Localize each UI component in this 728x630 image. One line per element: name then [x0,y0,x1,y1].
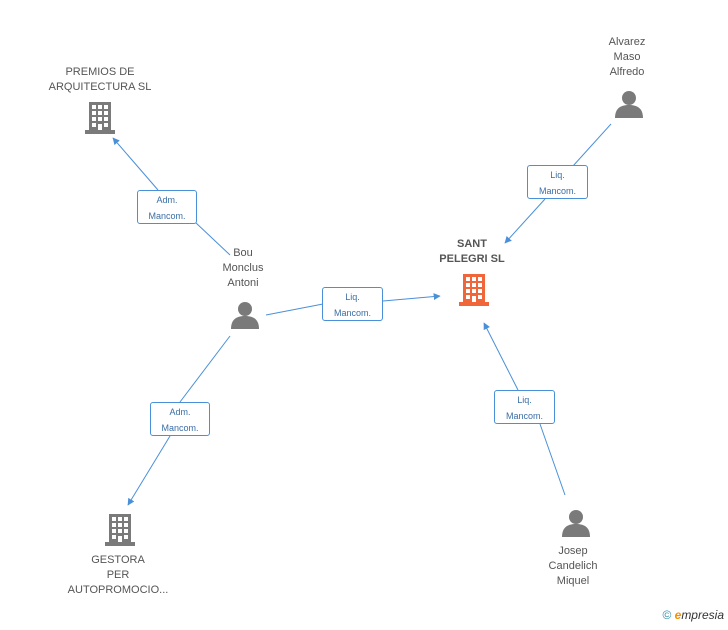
node-label-line: ARQUITECTURA SL [48,81,152,93]
node-label-line: Alvarez [608,36,646,48]
relation-type: Mancom. [538,186,576,196]
copyright-symbol: © [662,608,672,622]
node-label-alvarez[interactable]: Alvarez Maso Alfredo [587,35,667,80]
relation-type: Mancom. [161,423,199,433]
node-label-line: Alfredo [609,66,645,78]
edge-josep-sant [539,423,566,496]
relation-type: Mancom. [148,211,186,221]
relation-role: Liq. [345,292,360,302]
edge-josep-sant-head [483,322,519,391]
edge-bou-premios-tail [194,221,231,256]
edge-bou-sant [265,303,324,316]
person-icon[interactable] [615,91,643,118]
person-icon[interactable] [231,302,259,329]
node-label-bou[interactable]: Bou Monclus Antoni [203,246,283,291]
node-label-premios[interactable]: PREMIOS DE ARQUITECTURA SL [30,65,170,95]
relation-box[interactable]: Adm. Mancom. [137,190,197,224]
edge-alvarez-sant-head [504,198,546,244]
relation-box[interactable]: Liq. Mancom. [322,287,383,321]
node-label-sant-pelegri[interactable]: SANT PELEGRI SL [422,237,522,267]
building-icon[interactable] [105,514,135,546]
relation-role: Adm. [169,407,191,417]
node-label-line: Antoni [227,277,259,289]
node-label-line: Maso [613,51,641,63]
node-label-gestora[interactable]: GESTORA PER AUTOPROMOCIO... [58,553,178,598]
relation-role: Liq. [517,395,532,405]
relation-type: Mancom. [333,308,371,318]
node-label-line: Monclus [222,262,264,274]
edge-alvarez-sant [572,123,612,167]
person-icon[interactable] [562,510,590,537]
edge-bou-gestora [179,335,231,403]
brand-footer[interactable]: © empresia [662,608,724,622]
node-label-line: Bou [233,247,253,259]
relation-role: Adm. [156,195,178,205]
relation-box[interactable]: Liq. Mancom. [494,390,555,424]
node-label-line: AUTOPROMOCIO... [67,584,169,596]
relation-role: Liq. [550,170,565,180]
relation-type: Mancom. [505,411,543,421]
edge-bou-sant-head [382,293,441,302]
node-label-line: PELEGRI SL [439,253,505,265]
building-icon[interactable] [85,102,115,134]
relation-box[interactable]: Adm. Mancom. [150,402,210,436]
node-label-line: PREMIOS DE [65,66,135,78]
edge-bou-premios [112,137,159,191]
node-label-line: GESTORA [91,554,145,566]
node-label-line: Miquel [556,575,590,587]
node-label-line: Josep [558,545,588,557]
node-label-line: SANT [457,238,487,250]
edge-bou-gestora-head [127,435,171,506]
node-label-line: PER [106,569,130,581]
node-label-josep[interactable]: Josep Candelich Miquel [533,544,613,589]
brand-logo: empresia [674,608,724,622]
building-icon[interactable] [459,274,489,306]
node-label-line: Candelich [548,560,598,572]
relation-box[interactable]: Liq. Mancom. [527,165,588,199]
